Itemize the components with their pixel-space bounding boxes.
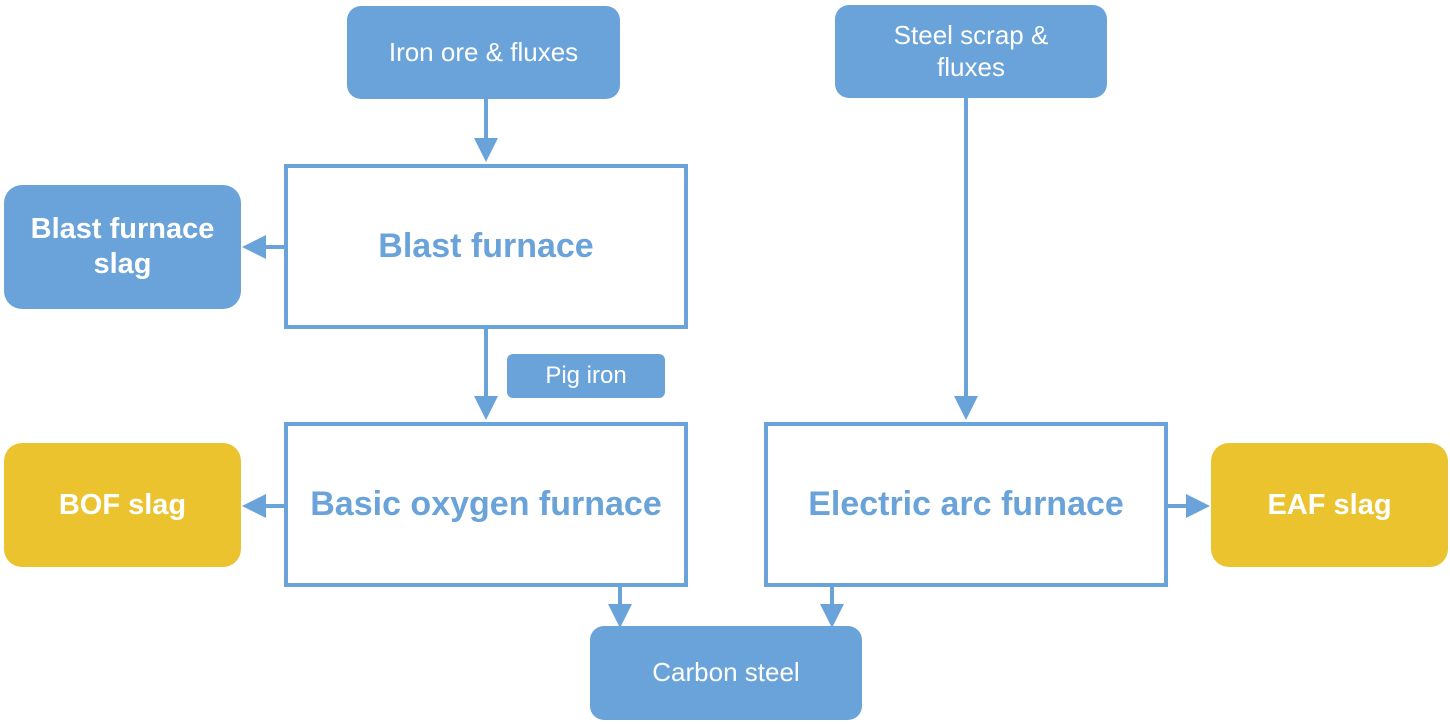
iron-ore-node: Iron ore & fluxes [347,6,620,99]
pig-iron-label: Pig iron [507,354,665,398]
blast-furnace-slag-node: Blast furnace slag [4,185,241,309]
carbon-steel-node: Carbon steel [590,626,862,720]
steel-scrap-node: Steel scrap & fluxes [835,5,1107,98]
electric-arc-furnace-node: Electric arc furnace [764,422,1168,587]
basic-oxygen-furnace-node: Basic oxygen furnace [284,422,688,587]
bof-slag-node: BOF slag [4,443,241,567]
eaf-slag-node: EAF slag [1211,443,1448,567]
blast-furnace-node: Blast furnace [284,164,688,329]
